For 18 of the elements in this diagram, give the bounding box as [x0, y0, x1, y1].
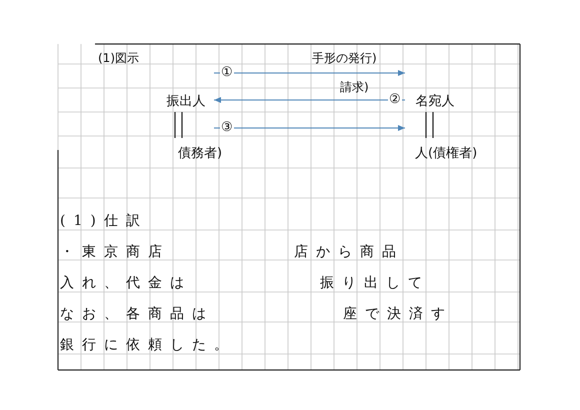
note-text: (1)図示 [98, 50, 139, 67]
manuscript-text: (1)仕訳 [60, 212, 148, 230]
manuscript-text: 座で決済す [343, 305, 453, 323]
party-name: 振出人 [166, 93, 206, 110]
manuscript-text: 入れ、代金は [60, 274, 192, 292]
manuscript-text: ・東京商店 [60, 243, 170, 261]
role-label: 債務者) [178, 145, 222, 162]
role-label: 人(債権者) [415, 145, 478, 162]
arrow [214, 97, 406, 103]
manuscript-text: 店から商品 [294, 243, 404, 261]
manuscript-text: 振り出して [320, 274, 430, 292]
note-text: 手形の発行) [312, 50, 377, 67]
note-text: 請求) [340, 79, 369, 96]
arrow [214, 125, 406, 131]
manuscript-text: 銀行に依頼した。 [60, 336, 236, 354]
manuscript-text: なお、各商品は [60, 305, 214, 323]
party-name: 名宛人 [414, 93, 456, 110]
arrow [214, 70, 406, 76]
